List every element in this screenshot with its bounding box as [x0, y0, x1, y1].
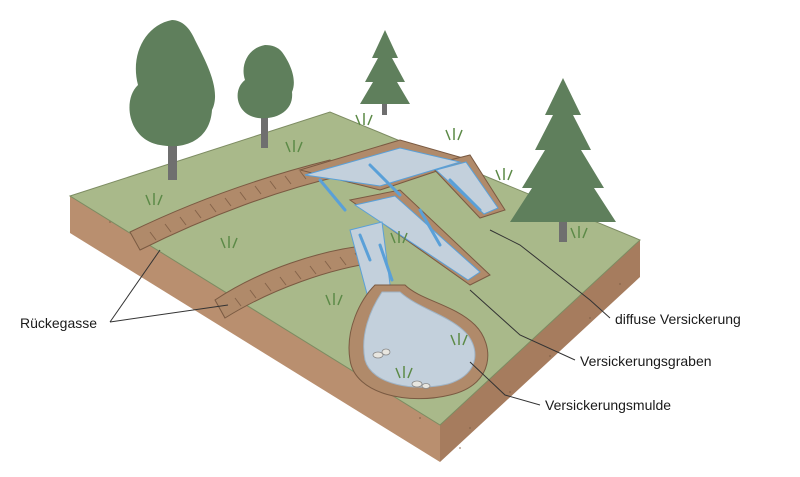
deciduous-tree-small: [237, 45, 294, 148]
label-versickerungsmulde: Versickerungsmulde: [545, 397, 672, 413]
soil-front-left-face: [70, 196, 440, 462]
label-versickerungsgraben: Versickerungsgraben: [580, 353, 712, 369]
leader-versickerungsmulde: [469, 361, 541, 406]
water-channels: [304, 147, 499, 306]
leader-versickerungsgraben: [469, 289, 576, 361]
leader-rueckegasse-lower: [109, 304, 229, 323]
infiltration-pond-water: [363, 291, 476, 388]
label-rueckegasse: Rückegasse: [20, 315, 98, 331]
conifer-tree-large: [510, 78, 616, 242]
callout-leader-lines: [109, 229, 611, 406]
flow-arrows: [318, 163, 482, 282]
grass-tufts: [145, 113, 588, 379]
pond-stones: [372, 348, 431, 389]
label-diffuse-versickerung: diffuse Versickerung: [615, 311, 741, 327]
leader-rueckegasse-upper: [109, 249, 161, 323]
meadow-surface: [68, 111, 641, 426]
deciduous-tree-large: [129, 20, 216, 180]
conifer-tree-small: [360, 30, 410, 115]
leader-diffuse-versickerung: [489, 229, 611, 319]
soil-front-right-face: [440, 240, 640, 462]
tire-track-marks: [149, 170, 362, 307]
